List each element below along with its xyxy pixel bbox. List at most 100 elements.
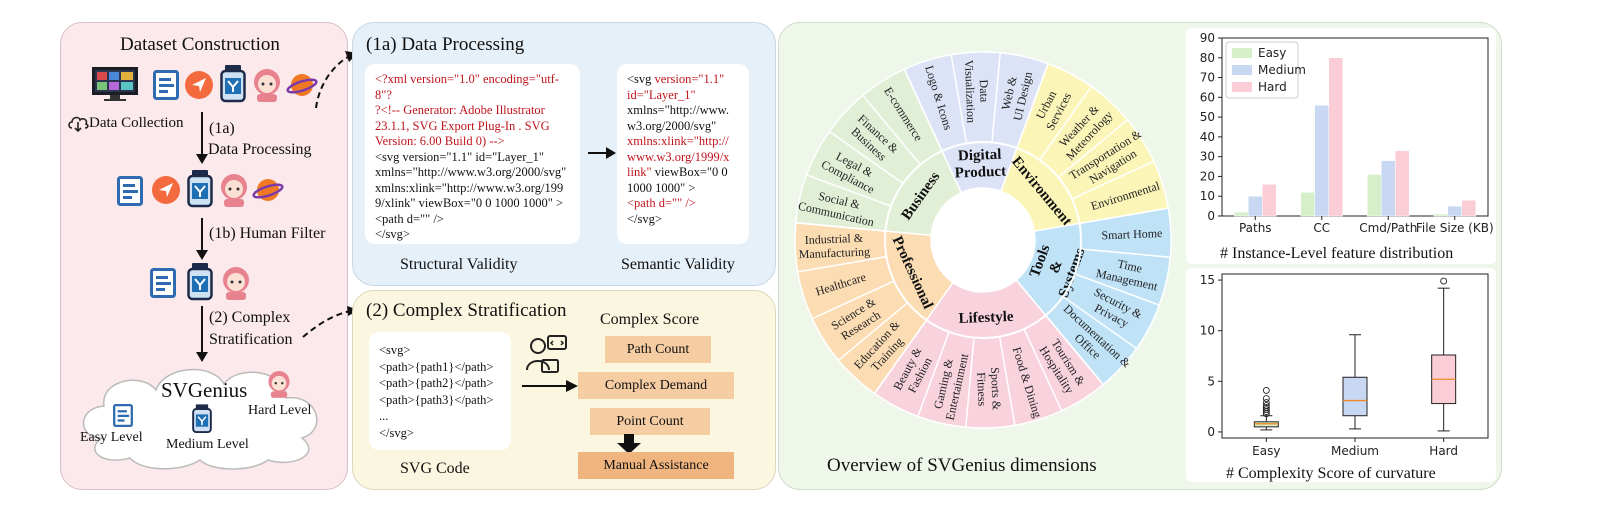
outlier-point bbox=[1262, 404, 1270, 412]
monitor-icon bbox=[92, 67, 138, 101]
code-line-red: Version: 6.00 Build 0) --> bbox=[375, 134, 505, 148]
sub-divider bbox=[1045, 314, 1104, 386]
sub-divider bbox=[1057, 119, 1129, 178]
sub-label: Smart Home bbox=[1101, 226, 1163, 242]
code-line: <path>{path2}</path> bbox=[379, 376, 494, 390]
medium-level-label: Medium Level bbox=[166, 437, 249, 452]
data-collection-label: Data Collection bbox=[89, 115, 184, 131]
code-line: <path>{path3}</path> bbox=[379, 392, 494, 407]
arrow-down-2 bbox=[196, 218, 208, 260]
code-line: xmlns:xlink="http:// bbox=[627, 134, 739, 150]
code-token: xmlns="http://www. bbox=[627, 103, 729, 117]
bar-easy bbox=[1300, 192, 1315, 217]
code-line: 9/xlink" viewBox="0 0 1000 1000" > bbox=[375, 196, 564, 210]
x-tick-label: Cmd/Path bbox=[1359, 221, 1417, 235]
outlier-point bbox=[1262, 399, 1270, 407]
sector-label: Lifestyle bbox=[958, 309, 1014, 327]
sub-divider bbox=[1038, 86, 1093, 161]
sub-label: Sports & bbox=[988, 367, 1004, 411]
code-token: <path d="" /> bbox=[627, 196, 696, 210]
code-token: link" bbox=[627, 165, 652, 179]
girl-avatar-icon-3 bbox=[223, 267, 249, 300]
sub-divider bbox=[1074, 273, 1160, 306]
bar-medium bbox=[1447, 205, 1462, 217]
manual-assistance-box: Manual Assistance bbox=[578, 452, 734, 479]
girl-avatar-icon-2 bbox=[221, 174, 247, 207]
arrow-down-3 bbox=[196, 306, 208, 362]
code-token: www.w3.org/1999/x bbox=[627, 149, 730, 164]
code-line: xmlns="http://www.w3.org/2000/svg" bbox=[375, 165, 567, 179]
girl-avatar-icon bbox=[254, 69, 280, 102]
code-token: <svg bbox=[627, 72, 655, 86]
outlier-point bbox=[1262, 386, 1270, 394]
semantic-validity-label: Semantic Validity bbox=[621, 256, 735, 273]
sector-label: & bbox=[1047, 258, 1066, 275]
y-tick-label: 10 bbox=[1200, 324, 1215, 338]
sub-divider bbox=[795, 222, 886, 232]
code-line: id="Layer_1" bbox=[627, 88, 739, 104]
y-tick-label: 20 bbox=[1200, 169, 1215, 183]
complex-score-title: Complex Score bbox=[600, 311, 700, 328]
sub-divider bbox=[811, 280, 895, 320]
legend-swatch bbox=[1232, 65, 1252, 75]
outlier-point bbox=[1262, 406, 1270, 414]
raw-svg-code-block: <?xml version="1.0" encoding="utf-8"??<!… bbox=[365, 64, 580, 244]
code-token: </svg> bbox=[627, 211, 662, 226]
bar-chart-title: # Instance-Level feature distribution bbox=[1220, 245, 1453, 262]
code-line: <svg version="1.1" bbox=[627, 72, 739, 88]
code-line: <path d="" /> bbox=[375, 211, 444, 226]
sub-divider bbox=[998, 336, 1016, 426]
sub-divider bbox=[797, 255, 887, 273]
strat-title: (2) Complex Stratification bbox=[366, 300, 567, 321]
bar-hard bbox=[1461, 199, 1476, 217]
sub-label: Industrial & bbox=[804, 231, 863, 247]
sub-divider bbox=[829, 130, 904, 185]
sub-label: Time bbox=[1116, 256, 1143, 275]
cloud-download-icon bbox=[68, 116, 89, 133]
bar-easy bbox=[1234, 211, 1249, 217]
sub-divider bbox=[873, 319, 928, 394]
arrow-right-processing bbox=[588, 147, 616, 159]
code-line: ... bbox=[379, 409, 389, 423]
x-tick-label: Hard bbox=[1429, 444, 1458, 458]
y-tick-label: 30 bbox=[1200, 150, 1215, 164]
code-line: 1000 1000" > bbox=[627, 181, 739, 197]
box bbox=[1342, 376, 1368, 417]
processing-title: (1a) Data Processing bbox=[366, 34, 525, 55]
arrow-right-strat bbox=[522, 380, 578, 392]
arrow-down-1 bbox=[196, 112, 208, 164]
jar-icon-medium bbox=[192, 404, 212, 434]
svg-path-code-block: <svg><path>{path1}</path><path>{path2}</… bbox=[369, 332, 511, 450]
sub-divider bbox=[950, 54, 968, 144]
wheel-caption: Overview of SVGenius dimensions bbox=[827, 455, 1097, 476]
code-line: xmlns:xlink="http://www.w3.org/199 bbox=[375, 180, 564, 195]
y-tick-label: 10 bbox=[1200, 189, 1215, 203]
y-tick-label: 15 bbox=[1200, 273, 1215, 287]
sub-divider bbox=[1079, 207, 1169, 225]
code-token: version="1.1" bbox=[654, 72, 725, 86]
box-chart-title: # Complexity Score of curvature bbox=[1226, 465, 1436, 482]
x-tick-label: CC bbox=[1313, 221, 1330, 235]
bar-easy bbox=[1367, 174, 1382, 217]
sub-divider bbox=[917, 331, 950, 417]
y-tick-label: 40 bbox=[1200, 130, 1215, 144]
sector-label-group: Lifestyle bbox=[958, 309, 1014, 327]
sub-divider bbox=[991, 52, 1001, 143]
girl-avatar-hard bbox=[268, 371, 290, 398]
code-line: www.w3.org/1999/x bbox=[627, 150, 739, 166]
navigation-icon bbox=[185, 71, 213, 99]
code-token: viewBox="0 0 bbox=[651, 165, 728, 179]
code-line: <path d="" /> bbox=[627, 196, 739, 212]
sub-divider bbox=[1062, 295, 1137, 350]
bar-medium bbox=[1314, 104, 1329, 217]
code-line: <svg version="1.1" id="Layer_1" bbox=[375, 149, 544, 164]
step-2-label-b: Stratification bbox=[209, 331, 293, 348]
sub-label: Data bbox=[977, 79, 992, 103]
legend-label: Medium bbox=[1258, 63, 1306, 77]
sector-label: Digital bbox=[958, 147, 1002, 165]
sub-divider bbox=[862, 94, 921, 166]
sub-divider bbox=[1080, 248, 1171, 258]
y-tick-label: 80 bbox=[1200, 51, 1215, 65]
